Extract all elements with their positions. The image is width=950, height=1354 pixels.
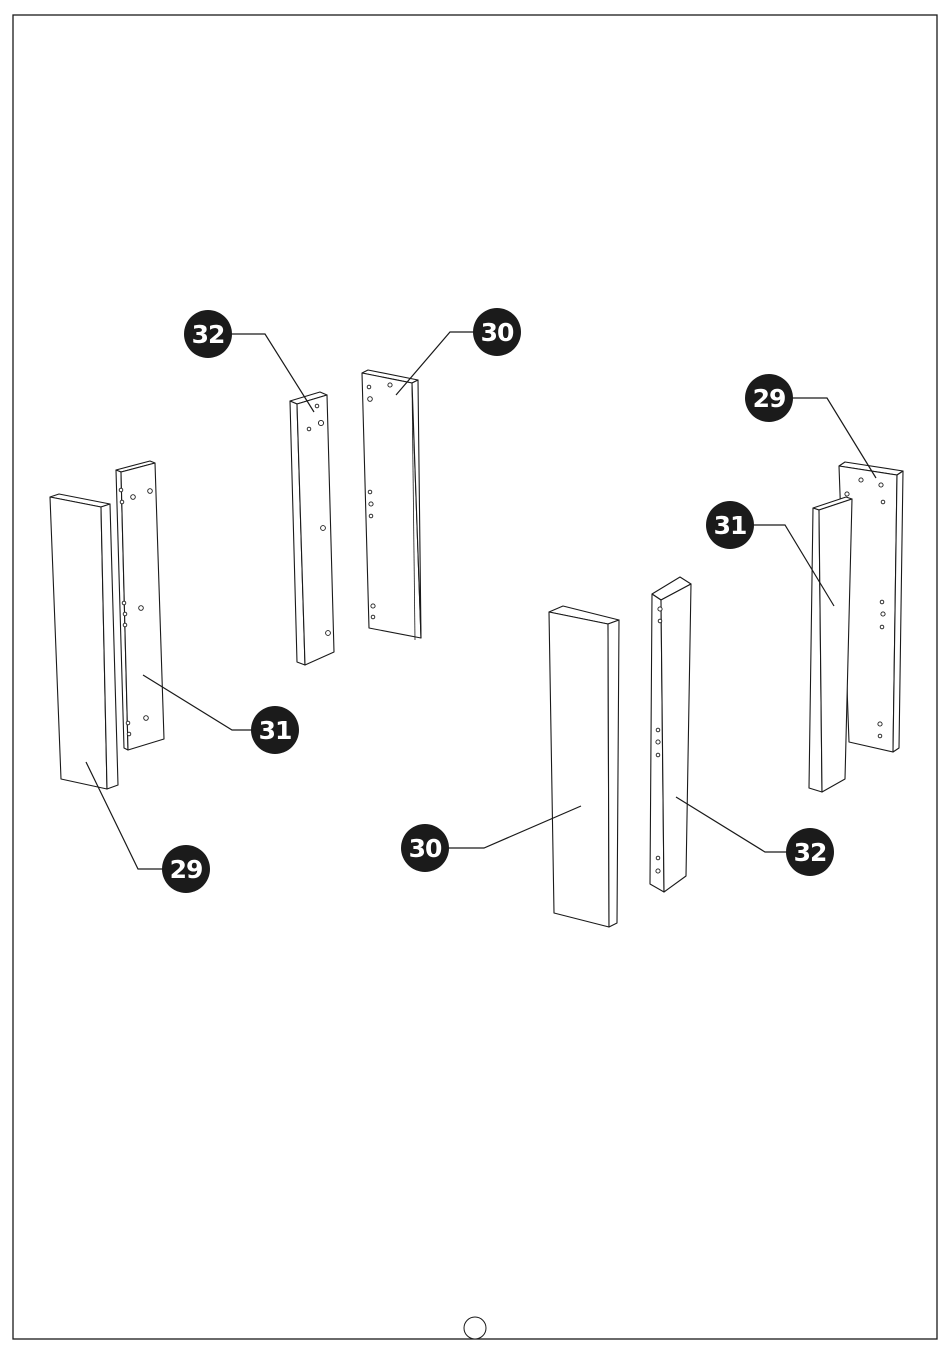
panel-31-left <box>116 461 164 750</box>
callout-32-bottom: 32 <box>786 828 834 876</box>
callout-label: 32 <box>192 320 225 349</box>
panel-32-bottom <box>650 577 691 892</box>
callout-label: 30 <box>481 318 514 347</box>
callout-30-bottom: 30 <box>401 824 449 872</box>
callout-31-right: 31 <box>706 501 754 549</box>
callout-label: 31 <box>259 716 292 745</box>
callout-label: 30 <box>409 834 442 863</box>
callout-label: 29 <box>170 855 203 884</box>
callout-32-top: 32 <box>184 310 232 358</box>
callout-label: 29 <box>753 384 786 413</box>
panel-31-right <box>809 497 852 792</box>
panel-32-top <box>290 392 334 665</box>
callout-29-right: 29 <box>745 374 793 422</box>
callout-label: 31 <box>714 511 747 540</box>
panel-29-left <box>50 494 118 789</box>
callout-30-top: 30 <box>473 308 521 356</box>
page-number-circle <box>464 1317 486 1339</box>
callout-31-left: 31 <box>251 706 299 754</box>
panel-30-top <box>362 370 421 640</box>
callout-label: 32 <box>794 838 827 867</box>
callout-29-left: 29 <box>162 845 210 893</box>
panel-30-bottom <box>549 606 619 927</box>
